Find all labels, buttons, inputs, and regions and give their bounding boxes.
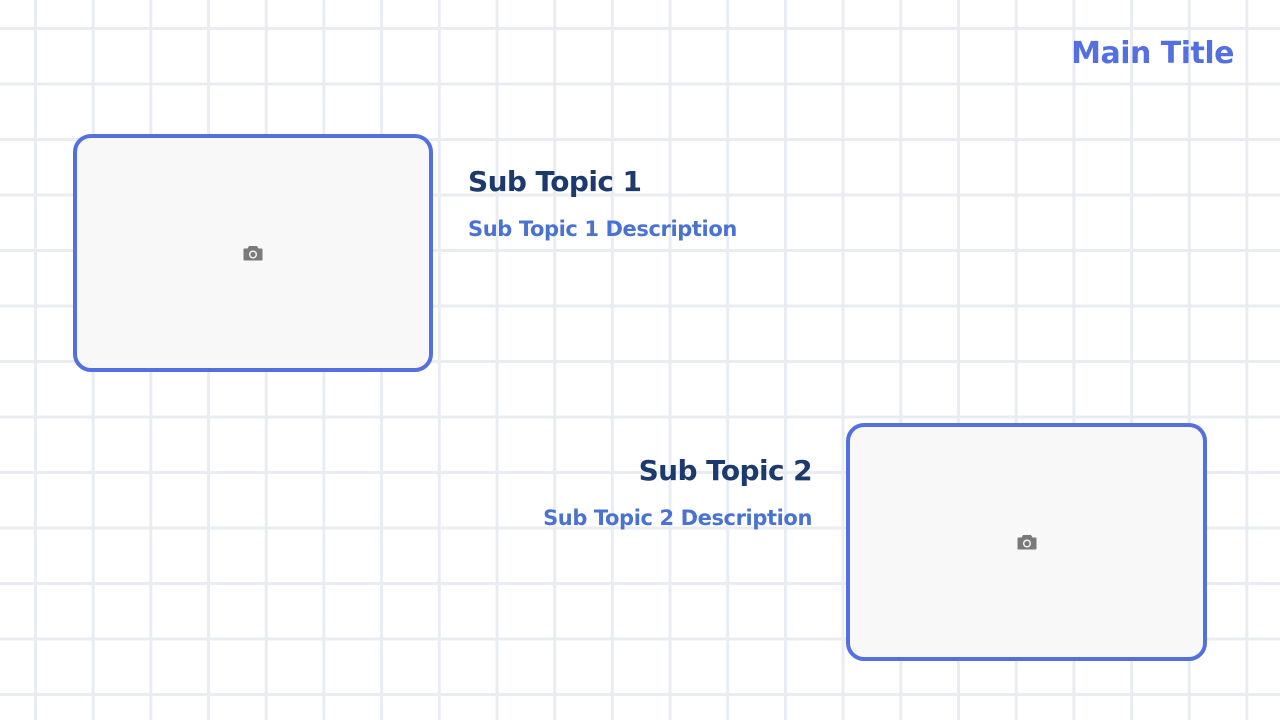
sub-topic-1: Sub Topic 1 Sub Topic 1 Description [468, 164, 737, 242]
main-title: Main Title [1071, 36, 1234, 71]
camera-icon [1017, 535, 1036, 550]
image-placeholder-1[interactable] [73, 134, 433, 372]
image-placeholder-2[interactable] [846, 423, 1207, 661]
sub-topic-1-description: Sub Topic 1 Description [468, 217, 737, 241]
sub-topic-2: Sub Topic 2 Sub Topic 2 Description [543, 453, 813, 531]
camera-icon [243, 246, 263, 261]
sub-topic-2-description: Sub Topic 2 Description [543, 506, 812, 530]
sub-topic-1-heading: Sub Topic 1 [468, 165, 642, 198]
sub-topic-2-heading: Sub Topic 2 [638, 454, 813, 487]
